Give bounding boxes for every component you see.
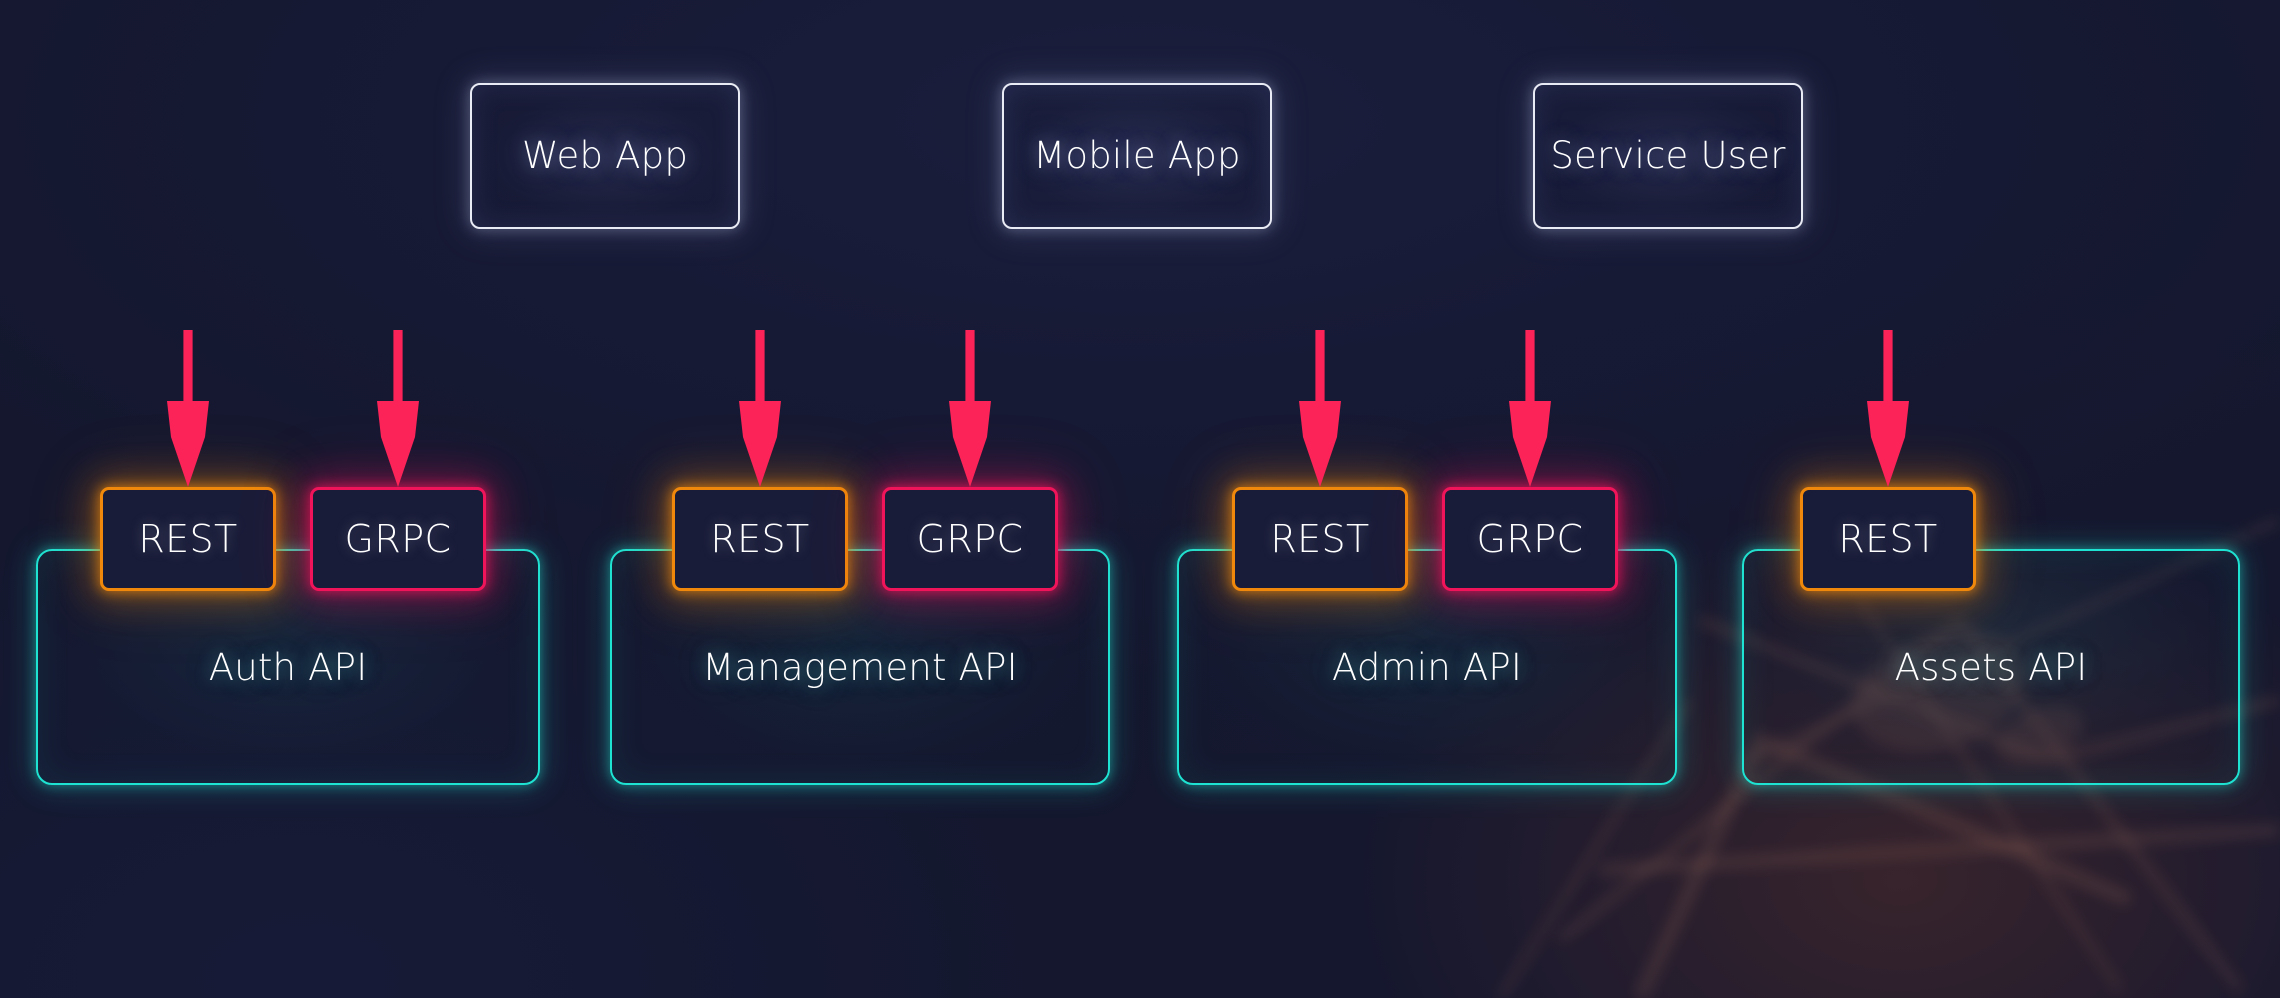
protocol-label: REST [710,517,810,561]
protocol-box-admin-grpc[interactable]: GRPC [1442,487,1618,591]
protocol-label: REST [1270,517,1370,561]
arrow-service-to-admin-rest [1299,330,1341,487]
actor-box-web-app[interactable]: Web App [470,83,740,229]
arrow-service-to-assets-rest [1867,330,1909,487]
actor-box-mobile-app[interactable]: Mobile App [1002,83,1272,229]
protocol-box-assets-rest[interactable]: REST [1800,487,1976,591]
arrow-mobile-to-mgmt-grpc [949,330,991,487]
actor-box-service-user[interactable]: Service User [1533,83,1803,229]
arrow-web-to-auth-rest [167,330,209,487]
arrow-web-to-auth-grpc [377,330,419,487]
protocol-box-auth-grpc[interactable]: GRPC [310,487,486,591]
protocol-box-mgmt-grpc[interactable]: GRPC [882,487,1058,591]
arrow-service-to-admin-grpc [1509,330,1551,487]
protocol-box-admin-rest[interactable]: REST [1232,487,1408,591]
protocol-label: REST [1838,517,1938,561]
protocol-label: GRPC [344,517,452,561]
api-group-label: Auth API [208,646,368,689]
actor-label: Mobile App [1033,134,1241,178]
protocol-label: GRPC [1476,517,1584,561]
api-group-label: Assets API [1894,646,2088,689]
protocol-label: REST [138,517,238,561]
actor-label: Service User [1550,134,1786,178]
api-group-label: Admin API [1331,646,1523,689]
arrow-mobile-to-mgmt-rest [739,330,781,487]
actor-label: Web App [521,134,689,178]
protocol-box-mgmt-rest[interactable]: REST [672,487,848,591]
protocol-label: GRPC [916,517,1024,561]
protocol-box-auth-rest[interactable]: REST [100,487,276,591]
api-group-label: Management API [702,646,1018,689]
